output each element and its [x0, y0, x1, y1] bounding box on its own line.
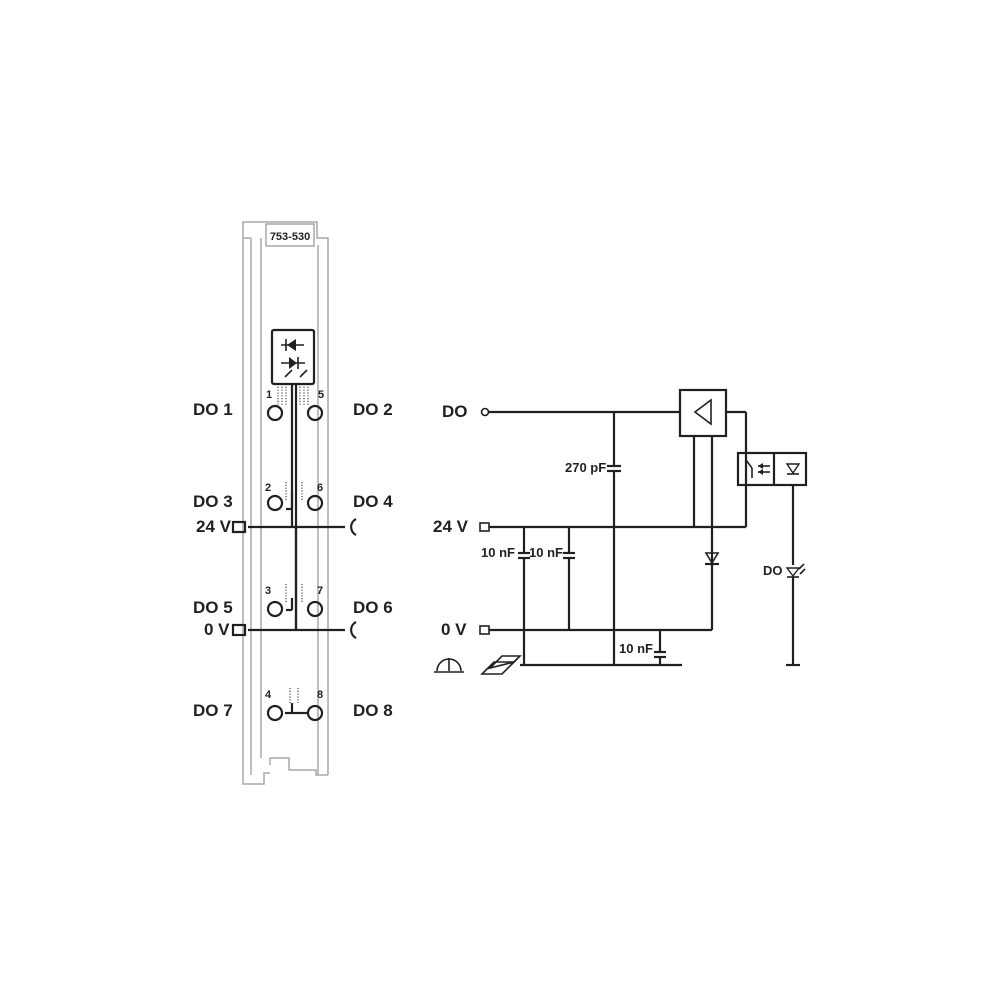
status-led-block	[270, 328, 316, 386]
terminal-number: 8	[317, 689, 323, 701]
cap-10nf-label: 10 nF	[529, 545, 563, 560]
cap-270pf-label: 270 pF	[565, 460, 606, 475]
terminal-number: 6	[317, 482, 323, 494]
channel-label-do1: DO 1	[193, 400, 233, 419]
terminal-number: 4	[265, 689, 272, 701]
ground-icon	[434, 658, 464, 673]
terminal-number: 1	[266, 389, 272, 401]
terminal-24v	[231, 520, 247, 534]
led-traces	[277, 384, 309, 703]
module-bus	[248, 384, 357, 715]
channel-label-do3: DO 3	[193, 492, 233, 511]
channel-label-do6: DO 6	[353, 598, 393, 617]
cap-10nf-label: 10 nF	[481, 545, 515, 560]
v0-label: 0 V	[441, 620, 467, 639]
terminal-number: 3	[265, 585, 271, 597]
led-label: DO	[763, 563, 783, 578]
schematic-wiring	[479, 388, 808, 667]
din-rail-icon	[480, 655, 522, 675]
v24-label: 24 V	[433, 517, 469, 536]
cap-10nf-label: 10 nF	[619, 641, 653, 656]
terminal-number: 2	[265, 482, 271, 494]
channel-label-do8: DO 8	[353, 701, 393, 720]
channel-label-do2: DO 2	[353, 400, 393, 419]
terminal-number: 7	[317, 585, 323, 597]
channel-label-do4: DO 4	[353, 492, 393, 511]
terminal-number: 5	[318, 389, 324, 401]
supply-24v-label: 24 V	[196, 517, 232, 536]
part-number: 753-530	[270, 231, 310, 243]
supply-0v-label: 0 V	[204, 620, 230, 639]
module-housing	[242, 221, 329, 785]
do-label: DO	[442, 402, 468, 421]
terminal-circles	[266, 404, 324, 722]
terminal-0v	[231, 623, 247, 637]
channel-label-do5: DO 5	[193, 598, 233, 617]
channel-label-do7: DO 7	[193, 701, 233, 720]
